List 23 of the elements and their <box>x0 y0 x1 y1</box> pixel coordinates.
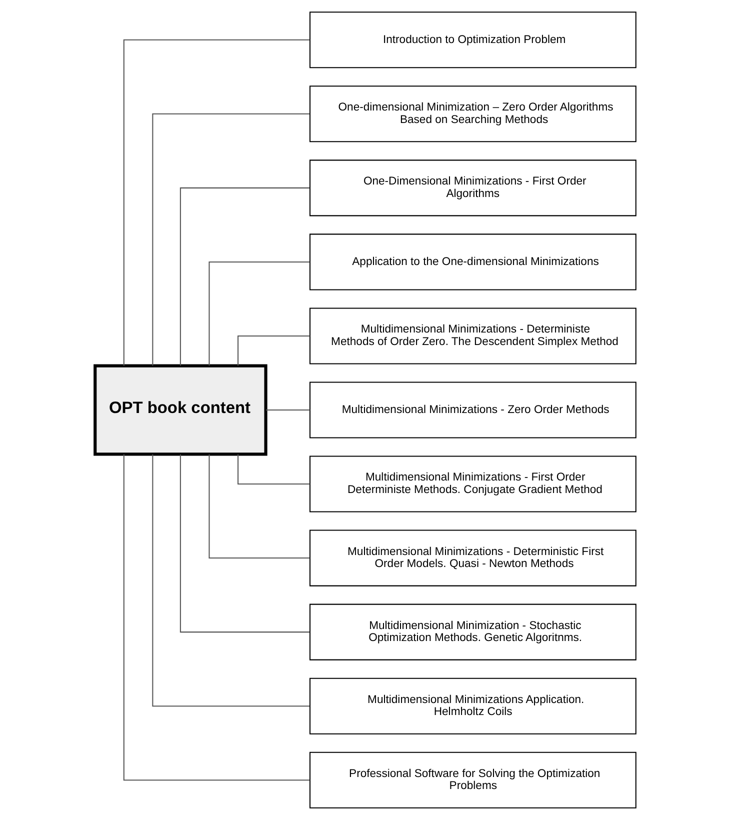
connector <box>152 454 310 707</box>
connector <box>179 454 310 633</box>
node-box: Multidimensional Minimizations - Deterministe Methods of Order Zero. The Descendent Simplex Method <box>308 308 636 364</box>
connector <box>237 335 310 366</box>
node-box: Application to the One-dimensional Minimizations <box>308 234 636 290</box>
connector <box>208 454 310 559</box>
node-box: One-dimensional Minimization – Zero Order Algorithms Based on Searching Methods <box>308 86 636 142</box>
connector <box>179 187 310 366</box>
node-box: Multidimensional Minimizations - Deterministic First Order Models. Quasi - Newton Methods <box>308 530 636 586</box>
connector <box>122 39 310 366</box>
node-box: Introduction to Optimization Problem <box>308 12 636 68</box>
connector <box>122 454 310 781</box>
connector <box>237 454 310 485</box>
node-box: Multidimensional Minimization - Stochastic Optimization Methods. Genetic Algoritnms. <box>308 604 636 660</box>
node-box: Professional Software for Solving the Optimization Problems <box>308 752 636 808</box>
connector <box>208 261 310 366</box>
node-box: OPT book content <box>93 364 267 456</box>
node-box: One-Dimensional Minimizations - First Order Algorithms <box>308 160 636 216</box>
connector <box>152 113 310 366</box>
node-box: Multidimensional Minimizations - Zero Order Methods <box>308 382 636 438</box>
node-box: Multidimensional Minimizations Application. Helmholtz Coils <box>308 678 636 734</box>
connector <box>265 409 310 411</box>
node-box: Multidimensional Minimizations - First Order Deterministe Methods. Conjugate Gradient Method <box>308 456 636 512</box>
